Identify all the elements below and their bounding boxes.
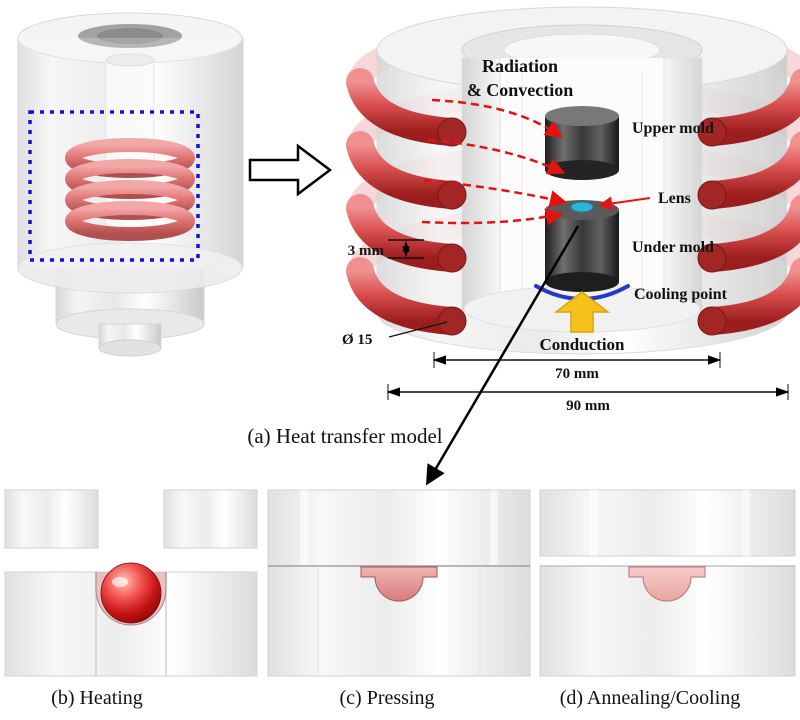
diameter-leader-line [388, 321, 448, 338]
pressing-sleeve-highlight-left [300, 490, 308, 566]
upper-mold-top [545, 106, 619, 126]
lens-label: Lens [658, 190, 691, 207]
dim90-label: 90 mm [566, 398, 610, 414]
glass-wall-overlay [18, 38, 243, 268]
pressing-lower-mold [267, 565, 531, 677]
lens-preform [570, 201, 594, 213]
coil-cut-cap [437, 117, 467, 147]
coil-front-left-1 [346, 68, 466, 146]
dimension-90mm: 90 mm [386, 384, 790, 414]
dimension-coil-diameter: Ø 15 [342, 321, 448, 348]
radiation-arrow-3 [423, 178, 568, 208]
process-panel-heating [4, 489, 258, 677]
conduction-arrow-icon [553, 291, 611, 333]
caption-panel-b: (b) Heating [51, 687, 143, 709]
annealing-upper-mold [539, 489, 796, 557]
conduction-label: Conduction [539, 335, 625, 354]
radiation-label-line1: Radiation [482, 56, 558, 76]
dimension-70mm: 70 mm [432, 352, 722, 382]
radiation-arrows [421, 98, 568, 226]
coil-front-left-4 [346, 257, 466, 335]
caption-panel-d: (d) Annealing/Cooling [560, 687, 741, 709]
heating-ball-highlight [112, 577, 128, 587]
under-mold-label: Under mold [632, 239, 714, 256]
base-nub-bottom [98, 339, 162, 357]
lens-pointer-arrow [598, 196, 651, 211]
coil-cut-cap [697, 243, 727, 273]
coil-cut-cap [697, 180, 727, 210]
coil-front-right-2 [698, 131, 800, 209]
induction-coil-small [65, 138, 195, 241]
dim70-label: 70 mm [555, 366, 599, 382]
upper-mold-label: Upper mold [632, 120, 714, 137]
dimension-coil-pitch: 3 mm [348, 239, 424, 259]
radiation-label-line2: & Convection [467, 80, 574, 100]
coil-cut-cap [437, 306, 467, 336]
pressing-upper-mold [267, 489, 531, 567]
annealing-lens [628, 566, 706, 602]
coil-front-right-3 [698, 194, 800, 272]
radiation-arrow-1 [431, 98, 563, 139]
coil-front-left-3 [346, 194, 466, 272]
coil-cut-cap [697, 117, 727, 147]
coil-cut-cap [697, 306, 727, 336]
annealing-sleeve-highlight-right [742, 490, 750, 556]
coil-cut-cap [437, 180, 467, 210]
zoom-arrow-icon [248, 143, 333, 197]
process-panel-annealing [539, 489, 796, 677]
apparatus-overview [17, 12, 244, 357]
heating-upper-mold-right [163, 489, 258, 549]
coil-pitch-label: 3 mm [348, 243, 385, 259]
radiation-arrow-4 [421, 208, 564, 226]
heating-glass-ball [100, 562, 162, 624]
coil-front-left-2 [346, 131, 466, 209]
outer-housing-bottom-rim [17, 242, 243, 294]
heat-transfer-model: Radiation & Convection Upper mold Lens U… [342, 6, 800, 414]
cooling-point-label: Cooling point [634, 286, 728, 303]
highlight-box [28, 110, 200, 262]
under-mold-body [545, 210, 619, 282]
pressing-sleeve-highlight-right [490, 490, 498, 566]
coil-front-arcs [346, 68, 800, 336]
process-panel-pressing [267, 489, 531, 677]
under-mold-bottom [545, 272, 619, 292]
coil-front-right-4 [698, 257, 800, 335]
inner-wall-right [663, 57, 703, 313]
heating-upper-mold-left [4, 489, 99, 549]
caption-panel-a: (a) Heat transfer model [247, 424, 442, 448]
coil-cut-cap [437, 243, 467, 273]
coil-ring-4 [65, 201, 195, 241]
top-mold-face [97, 28, 163, 44]
inner-column-top [105, 53, 155, 67]
radiation-arrow-2 [427, 138, 566, 175]
pressing-lens [360, 566, 438, 602]
lens-to-process-arrow [425, 225, 580, 486]
coil-front-right-1 [698, 68, 800, 146]
caption-panel-c: (c) Pressing [340, 687, 435, 709]
coil-diameter-label: Ø 15 [342, 332, 372, 348]
annealing-sleeve-highlight-left [590, 490, 598, 556]
